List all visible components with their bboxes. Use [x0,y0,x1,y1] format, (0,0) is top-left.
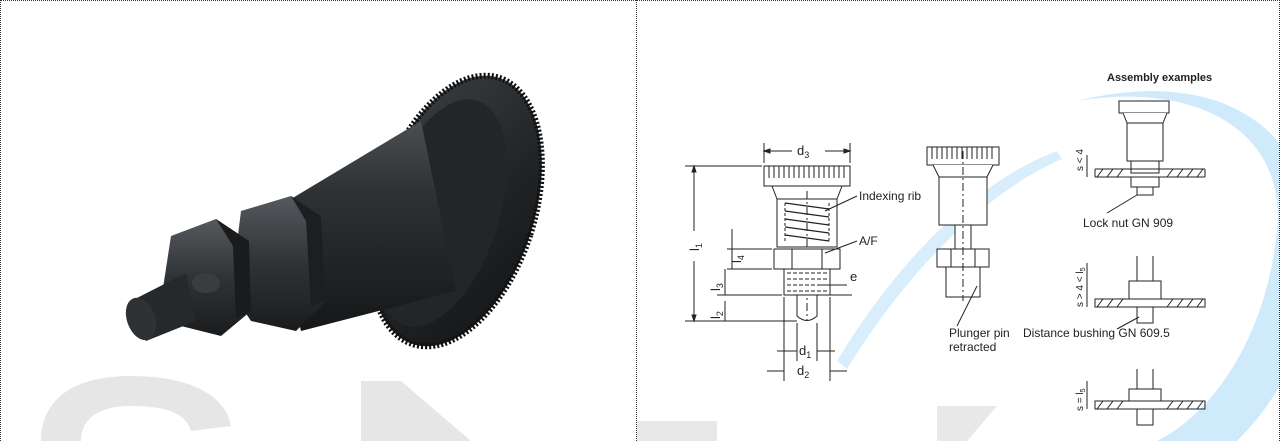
technical-drawing: d3 Indexing rib A/F l1 l4 l3 l2 d1 d2 e … [637,72,1279,441]
example-1-dim: s < 4 [1075,149,1086,171]
assembly-title: Assembly examples [1107,72,1212,84]
label-l4: l4 [729,255,746,263]
example-3-dim: s = l5 [1075,388,1087,411]
label-indexing-rib: Indexing rib [859,189,921,203]
label-l2: l2 [708,311,725,319]
retracted-view [926,146,1000,327]
plunger-pin [125,273,196,341]
product-illustration [41,72,545,441]
product-photo-panel [1,1,635,441]
label-l1: l1 [687,243,704,251]
panel-divider [636,0,637,441]
watermark-shape [41,376,471,441]
label-plunger-pin-line1: Plunger pin [949,326,1010,340]
label-af: A/F [859,234,878,248]
hex-nut-large [231,196,326,331]
label-e: e [850,269,857,284]
label-plunger-pin-line2: retracted [949,340,996,354]
example-2-caption: Distance bushing GN 609.5 [1023,326,1170,340]
label-d2: d2 [797,363,809,380]
watermark-arc [637,91,1279,441]
label-l3: l3 [708,283,725,291]
example-2-dim: s > 4 < l5 [1075,267,1087,307]
assembly-examples [1086,100,1206,426]
label-d3: d3 [797,143,809,160]
technical-drawing-panel: d3 Indexing rib A/F l1 l4 l3 l2 d1 d2 e … [637,1,1279,441]
label-d1: d1 [799,343,811,360]
dimensioned-view [685,143,858,381]
example-1-caption: Lock nut GN 909 [1083,216,1173,230]
